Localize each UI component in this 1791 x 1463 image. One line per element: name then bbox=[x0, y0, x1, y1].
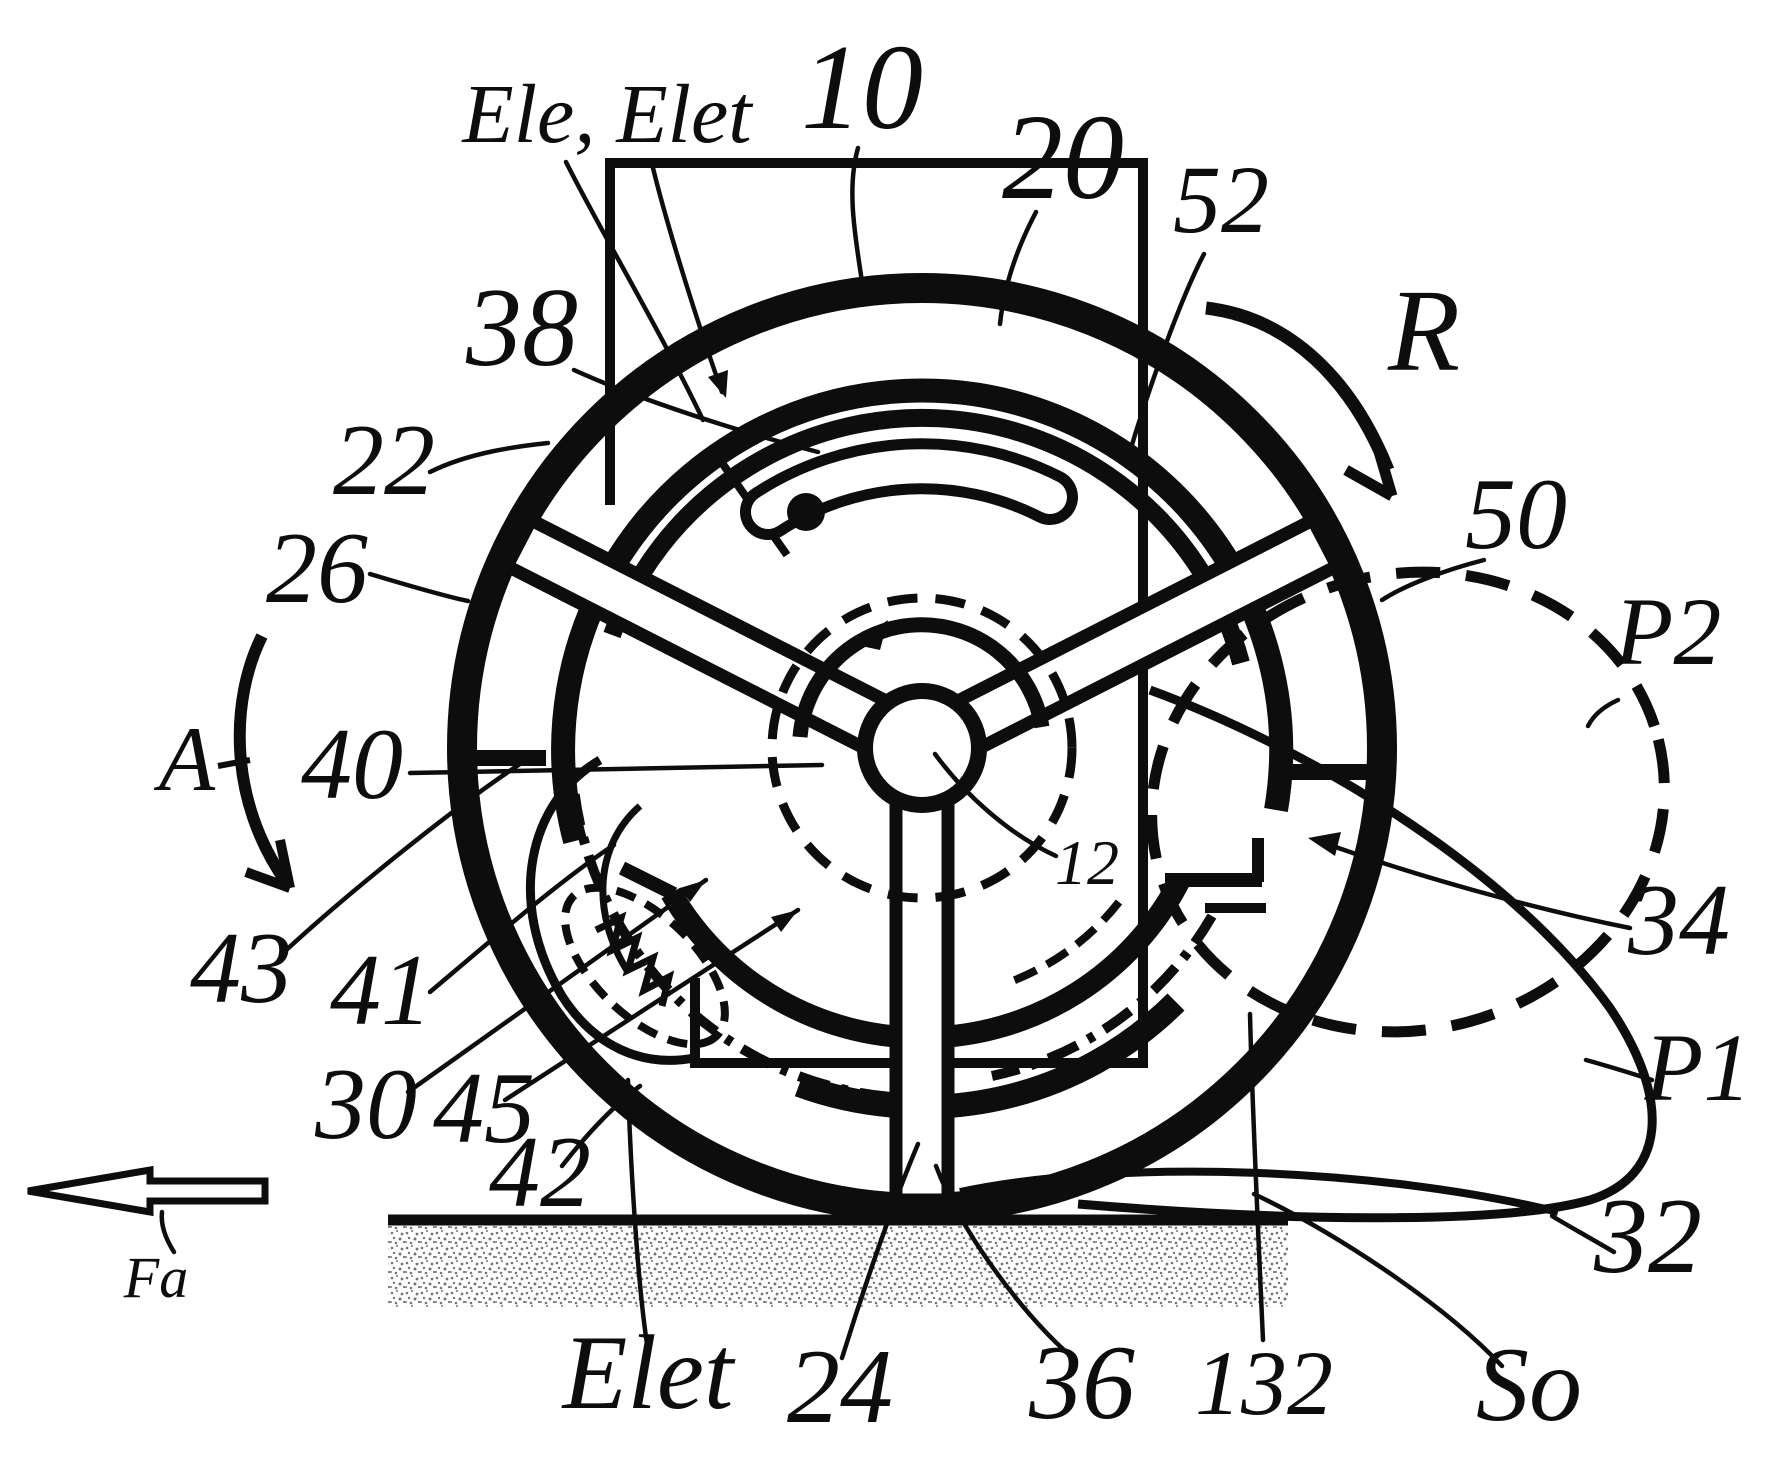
leader-40 bbox=[407, 762, 825, 776]
arrow-45-head-icon bbox=[771, 910, 798, 932]
label-30: 30 bbox=[314, 1048, 417, 1161]
dashed-arc-inner-right bbox=[1005, 899, 1123, 987]
dashed-arc-132 bbox=[990, 913, 1217, 1081]
leader-36 bbox=[933, 1163, 1067, 1353]
leader-34-arrowhead-icon bbox=[1308, 832, 1341, 856]
leader-p2 bbox=[1585, 697, 1621, 729]
ground-surface bbox=[388, 1214, 1288, 1307]
leader-ele bbox=[563, 159, 706, 423]
label-p1: P1 bbox=[1644, 1014, 1752, 1121]
channel-end-steps bbox=[618, 838, 1266, 913]
rotation-arrow-r bbox=[1205, 301, 1398, 501]
hub-bearing-arc bbox=[792, 617, 1050, 738]
ground-stipple bbox=[388, 1222, 1288, 1307]
leader-43 bbox=[279, 761, 523, 957]
inner-channel-arc-upper bbox=[603, 408, 1250, 666]
leader-38 bbox=[571, 367, 821, 455]
fa-arrow-icon bbox=[27, 1165, 269, 1217]
a-arrow-head-icon bbox=[244, 838, 295, 893]
leader-lines bbox=[279, 145, 1655, 1369]
label-r: R bbox=[1387, 265, 1460, 396]
label-52: 52 bbox=[1173, 146, 1269, 253]
label-42: 42 bbox=[489, 1116, 591, 1229]
annotation-arrows bbox=[27, 301, 1398, 1255]
force-arrow-fa bbox=[27, 1165, 269, 1255]
step-bar-left bbox=[618, 861, 678, 901]
leader-41 bbox=[427, 842, 617, 995]
pouch-guide-outer bbox=[525, 756, 695, 1065]
spring-dashed-outline bbox=[561, 883, 729, 1049]
label-45: 45 bbox=[433, 1052, 535, 1165]
arrow-30-line bbox=[405, 877, 709, 1095]
slot-ball bbox=[787, 493, 825, 531]
pouch-guide-curves bbox=[525, 756, 695, 1065]
label-elet-bottom: Elet bbox=[561, 1314, 736, 1431]
label-40: 40 bbox=[301, 708, 403, 821]
leader-24 bbox=[839, 1141, 921, 1361]
labels: Ele, Elet 10 20 52 R 38 22 26 A 40 43 41… bbox=[123, 20, 1752, 1445]
label-38: 38 bbox=[465, 266, 578, 390]
label-20: 20 bbox=[1002, 90, 1124, 225]
label-34: 34 bbox=[1627, 864, 1730, 977]
wheel bbox=[405, 273, 1397, 1223]
r-arrow-head-icon bbox=[1343, 446, 1398, 501]
label-132: 132 bbox=[1195, 1332, 1333, 1434]
pouch-guide-inner bbox=[599, 803, 643, 974]
kidney-slot-inner bbox=[751, 449, 1067, 529]
wheel-rim-lower-arc bbox=[794, 993, 1185, 1119]
leader-elet-arrowhead-icon bbox=[708, 370, 728, 398]
leader-p1 bbox=[1583, 1057, 1655, 1083]
rotation-arrow-a bbox=[217, 633, 295, 893]
label-12: 12 bbox=[1055, 827, 1119, 898]
leader-32 bbox=[1549, 1213, 1617, 1255]
leader-132 bbox=[1247, 1011, 1266, 1343]
spokes bbox=[498, 511, 1346, 1207]
arrow-30-head-icon bbox=[680, 880, 706, 902]
label-10: 10 bbox=[801, 20, 923, 155]
leader-22 bbox=[427, 440, 551, 475]
a-label-dash bbox=[217, 757, 251, 769]
hub-dashed-circle bbox=[767, 593, 1077, 903]
leader-10 bbox=[850, 145, 865, 285]
label-so: So bbox=[1476, 1326, 1582, 1443]
arrow-45-line bbox=[502, 907, 801, 1103]
label-36: 36 bbox=[1028, 1324, 1135, 1441]
leader-42 bbox=[559, 1083, 643, 1169]
label-ele-elet: Ele, Elet bbox=[461, 68, 754, 161]
spoke-lower bbox=[889, 781, 955, 1207]
interior-direction-arrows bbox=[405, 877, 801, 1103]
leader-52 bbox=[1125, 251, 1207, 461]
wheel-tire bbox=[447, 273, 1397, 1223]
leader-elet-bottom bbox=[625, 1077, 651, 1353]
label-41: 41 bbox=[330, 934, 432, 1047]
label-32: 32 bbox=[1593, 1177, 1702, 1296]
label-43: 43 bbox=[190, 912, 292, 1025]
label-22: 22 bbox=[333, 404, 435, 517]
sector-dashdot-arc bbox=[568, 778, 892, 1102]
leader-20 bbox=[997, 209, 1039, 327]
label-fa: Fa bbox=[123, 1245, 188, 1310]
a-arrow-curve bbox=[233, 633, 291, 886]
label-24: 24 bbox=[787, 1328, 893, 1445]
label-50: 50 bbox=[1465, 458, 1567, 571]
label-p2: P2 bbox=[1614, 578, 1722, 685]
leader-50 bbox=[1379, 557, 1487, 603]
kidney-slot bbox=[740, 438, 1078, 540]
label-26: 26 bbox=[266, 512, 368, 625]
leader-elet bbox=[649, 161, 725, 395]
r-arrow-curve bbox=[1205, 301, 1395, 473]
leader-34 bbox=[1313, 837, 1633, 931]
leader-so bbox=[1251, 1191, 1505, 1369]
leader-12 bbox=[932, 751, 1059, 859]
label-a: A bbox=[153, 708, 216, 810]
rotation-arrowhead-icon bbox=[852, 620, 888, 650]
leader-26 bbox=[367, 571, 471, 604]
fa-leader bbox=[159, 1209, 177, 1255]
